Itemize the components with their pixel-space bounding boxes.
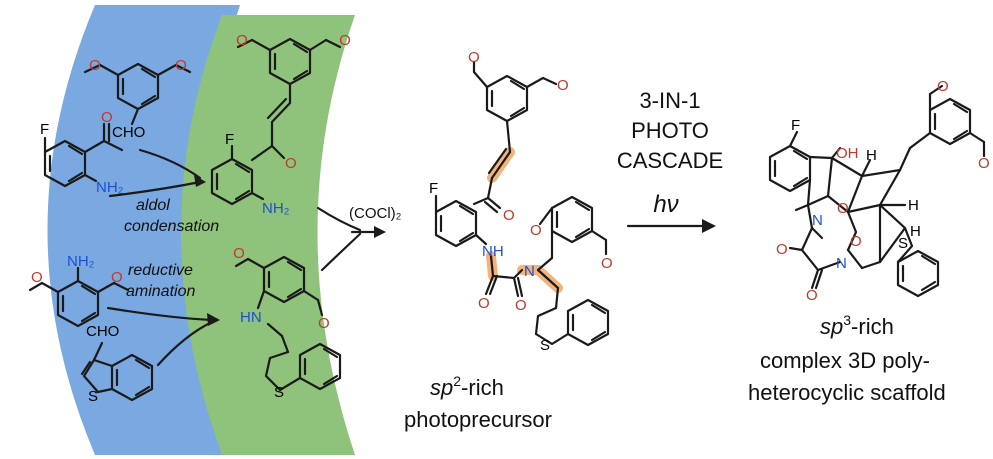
- arrow-amination-a: [106, 306, 214, 322]
- atom-o: O: [776, 241, 788, 258]
- atom-o: O: [530, 222, 542, 239]
- benzothiophene-carbaldehyde: [80, 341, 154, 402]
- atom-o: O: [339, 32, 351, 49]
- label-cascade-1: 3-IN-1: [639, 88, 700, 113]
- atom-o: O: [111, 269, 123, 286]
- atom-o: O: [233, 245, 245, 262]
- atom-f: F: [429, 180, 438, 197]
- atom-nh2: NH₂: [96, 179, 124, 196]
- label-cho: CHO: [112, 124, 145, 141]
- atom-o: O: [937, 78, 949, 95]
- atom-o: O: [601, 255, 613, 272]
- atom-n: N: [524, 263, 535, 280]
- atom-o: O: [978, 155, 990, 172]
- caption-product-line3: heterocyclic scaffold: [748, 380, 946, 405]
- label-amination: amination: [126, 283, 195, 300]
- atom-o: O: [236, 32, 248, 49]
- atom-h: H: [908, 197, 919, 214]
- atom-s: S: [88, 388, 98, 405]
- atom-hn: HN: [240, 309, 262, 326]
- atom-o: O: [31, 269, 43, 286]
- arrow-aldol-a: [138, 148, 202, 180]
- atom-nh2: NH₂: [67, 253, 95, 270]
- arrow-cocl-b: [320, 232, 362, 272]
- atom-f: F: [40, 121, 49, 138]
- arrowhead-cocl: [374, 226, 386, 238]
- atom-o: O: [806, 287, 818, 304]
- label-reductive: reductive: [128, 262, 193, 279]
- arrow-aldol-b: [108, 180, 202, 198]
- arrowhead-aldol: [194, 175, 206, 187]
- fluoro-aminoacetophenone: [43, 122, 124, 188]
- atom-o: O: [89, 57, 101, 74]
- green-band: [181, 15, 355, 455]
- atom-nh2: NH₂: [262, 200, 290, 217]
- arrowhead-cascade: [702, 219, 716, 233]
- label-cho: CHO: [86, 323, 119, 340]
- atom-f: F: [225, 131, 234, 148]
- arrowhead-amination: [207, 313, 220, 326]
- chalcone-intermediate: [210, 37, 342, 206]
- arrow-cocl-a: [316, 206, 362, 232]
- atom-o: O: [837, 200, 849, 217]
- atom-f: F: [791, 117, 800, 134]
- atom-o: O: [557, 77, 569, 94]
- atom-o: O: [285, 155, 297, 172]
- atom-o: O: [515, 297, 527, 314]
- caption-precursor-line1: sp2-rich: [430, 373, 504, 400]
- atom-n: N: [836, 255, 847, 272]
- photoprecursor-structure: [434, 60, 610, 347]
- amine-intermediate: [234, 255, 342, 392]
- atom-s: S: [898, 235, 908, 252]
- label-cascade-2: PHOTO: [631, 118, 709, 143]
- caption-precursor-line2: photoprecursor: [404, 407, 552, 432]
- atom-h: H: [866, 147, 877, 164]
- atom-o: O: [175, 57, 187, 74]
- label-condensation: condensation: [124, 218, 219, 235]
- atom-o: O: [318, 315, 330, 332]
- label-aldol: aldol: [136, 197, 170, 214]
- arrow-amination-b: [156, 320, 214, 367]
- dimethoxybenzaldehyde: [83, 62, 192, 126]
- dimethoxyaniline: [28, 266, 130, 328]
- atom-o: O: [468, 49, 480, 66]
- atom-o: O: [478, 295, 490, 312]
- atom-n: N: [812, 212, 823, 229]
- atom-nh: NH: [482, 243, 504, 260]
- product-structure: [768, 84, 986, 298]
- atom-oh: OH: [836, 145, 859, 162]
- label-reagent: (COCl)₂: [349, 205, 402, 222]
- atom-h: H: [910, 223, 921, 240]
- caption-product-line2: complex 3D poly-: [760, 348, 930, 373]
- label-hv: hν: [653, 191, 678, 218]
- atom-s: S: [274, 384, 284, 401]
- atom-o: O: [101, 109, 113, 126]
- atom-o: O: [503, 207, 515, 224]
- atom-s: S: [540, 337, 550, 354]
- atom-o: O: [850, 233, 862, 250]
- caption-product-line1: sp3-rich: [820, 312, 894, 339]
- label-cascade-3: CASCADE: [617, 148, 723, 173]
